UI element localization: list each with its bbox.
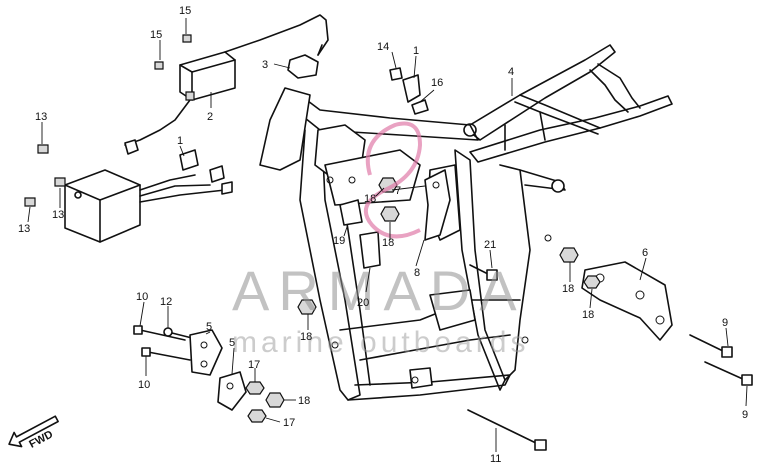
callout: 1	[413, 45, 419, 57]
callout: 17	[283, 417, 295, 429]
callout: 8	[414, 267, 420, 279]
callout: 21	[484, 239, 496, 251]
callout: 18	[582, 309, 594, 321]
callout: 16	[431, 77, 443, 89]
callout: 15	[150, 29, 162, 41]
callout: 4	[508, 66, 514, 78]
ignition-coil	[124, 14, 329, 155]
plug-cap	[287, 44, 323, 79]
callout: 7	[395, 185, 401, 197]
callout: 19	[333, 235, 345, 247]
callout: 18	[298, 395, 310, 407]
callout: 18	[364, 193, 376, 205]
leader-lines	[27, 18, 748, 452]
callout: 18	[562, 283, 574, 295]
callout: 9	[722, 317, 728, 329]
callout: 10	[138, 379, 150, 391]
watermark: ARMADA marine outboards	[232, 121, 529, 359]
callout: 3	[262, 59, 268, 71]
fwd-arrow: FWD	[8, 415, 59, 451]
callout: 6	[642, 247, 648, 259]
callout: 5	[229, 337, 235, 349]
callout: 13	[52, 209, 64, 221]
callout: 5	[206, 321, 212, 333]
bolts	[133, 264, 753, 451]
callout: 18	[382, 237, 394, 249]
callout: 1	[177, 135, 183, 147]
callout: 15	[179, 5, 191, 17]
callout: 14	[377, 41, 389, 53]
callout: 13	[18, 223, 30, 235]
callout: 17	[248, 359, 260, 371]
callout: 20	[357, 297, 369, 309]
main-frame	[259, 44, 673, 401]
watermark-brand: ARMADA	[232, 259, 526, 322]
callout-numbers: 15 15 3 2 14 1 16 4 13 1 13 13 7 18 19 1…	[18, 5, 748, 465]
callout: 11	[490, 453, 501, 465]
engine-plates	[189, 329, 247, 411]
nuts	[245, 177, 601, 423]
small-hardware	[24, 34, 429, 207]
callout: 2	[207, 111, 213, 123]
callout: 12	[160, 296, 172, 308]
bracket-6	[581, 261, 673, 341]
callout: 9	[742, 409, 748, 421]
callout: 18	[300, 331, 312, 343]
watermark-tagline: marine outboards	[232, 326, 529, 359]
callout: 10	[136, 291, 148, 303]
cdi-unit	[64, 149, 233, 243]
callout: 13	[35, 111, 47, 123]
